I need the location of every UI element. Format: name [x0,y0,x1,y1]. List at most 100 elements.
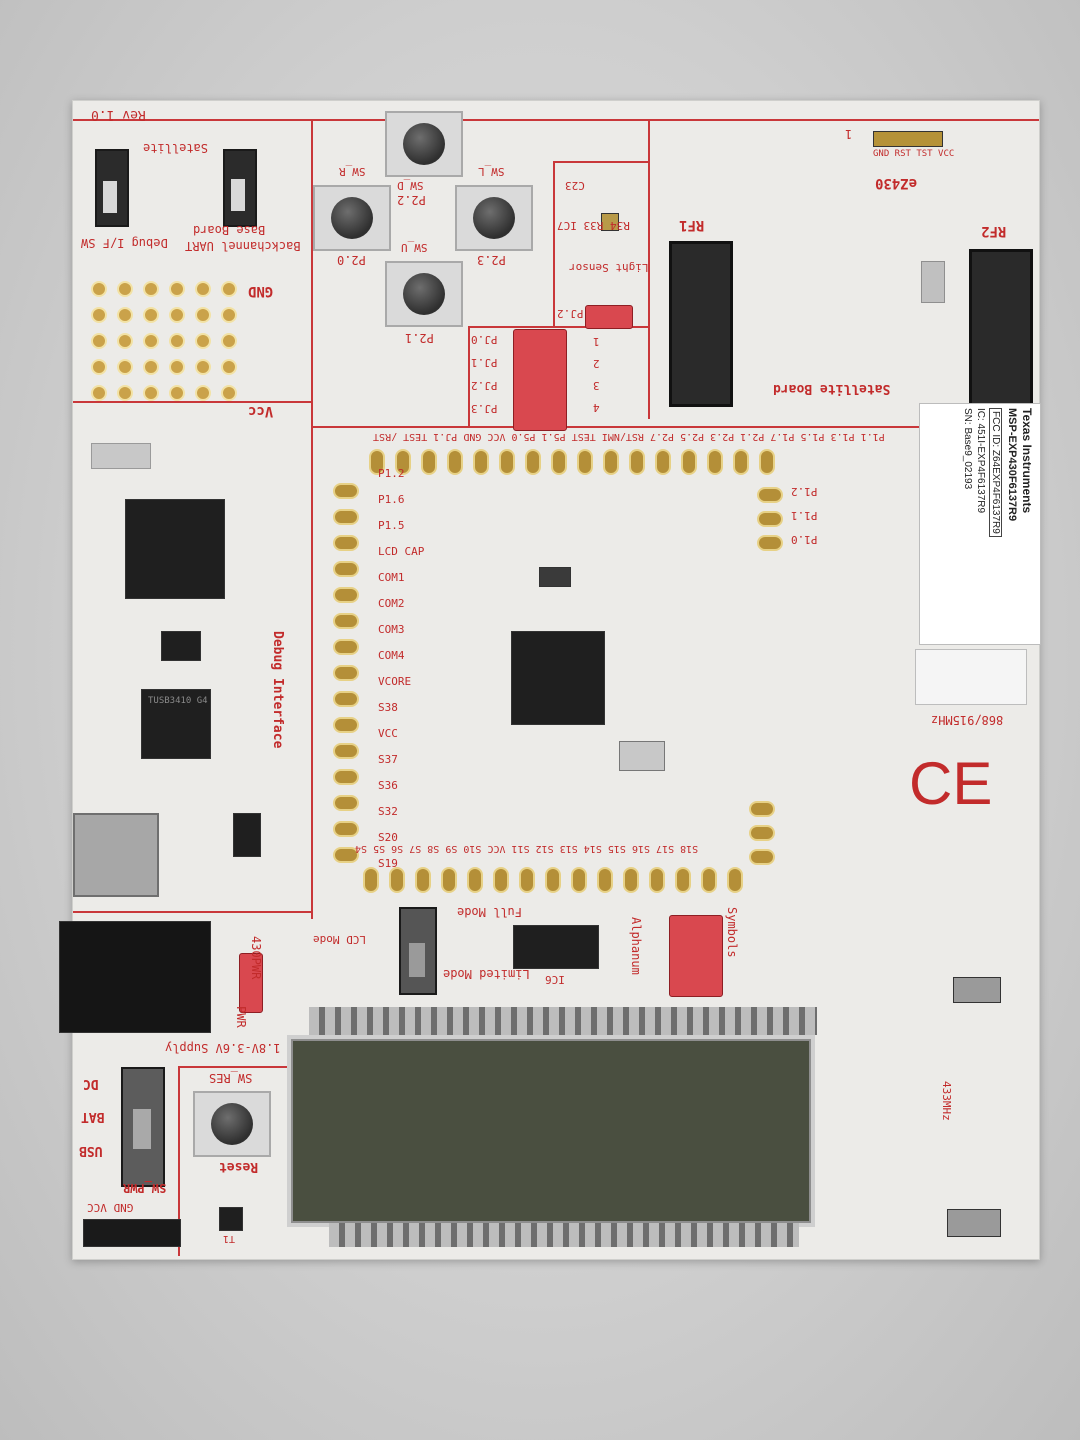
debug-if-label: Debug I/F SW [81,236,168,250]
rf2-label: RF2 [981,223,1007,239]
satellite-label: Satellite [143,141,209,155]
p2-2-label: P2.2 [397,193,426,207]
light-sensor [601,213,619,231]
bat-label: BAT [81,1109,105,1124]
bottom-header-label: S18 S17 S16 S15 S14 S13 S12 S11 VCC S10 … [355,843,699,854]
p2-1-label: P2.1 [405,331,434,345]
backchannel-label: Backchannel UART [185,239,301,253]
crystal-2 [619,741,665,771]
light-sensor-label: Light Sensor [569,261,649,274]
backchannel-switch[interactable] [223,149,257,227]
outline-line [73,119,1039,121]
rf-shield-pad [953,977,1001,1003]
symbols-label: Symbols [725,907,739,958]
pj3-label: PJ.3 [471,402,498,415]
sw-res-label: SW_RES [209,1071,253,1085]
usb-bridge-chip: TUSB3410 G4 [141,689,211,759]
top-header-label: P1.1 P1.3 P1.5 P1.7 P2.1 P2.3 P2.5 P2.7 … [373,431,885,442]
t1-label: T1 [223,1233,236,1244]
ti-model: MSP-EXP430F6137R9 [1006,408,1018,522]
right-p12: P1.2 [791,485,818,498]
divider-line [73,401,311,403]
ez430-pins-label: GND RST TST VCC [873,149,955,159]
pwr-430-label: 430PWR [249,936,263,980]
c23-label: C23 [565,179,585,192]
rev-label: Rev 1.0 [91,107,146,122]
gnd-label: GND [248,283,274,299]
ti-fcc: FCC ID: Z64EXP4F6137R9 [989,408,1002,537]
pin1-label: 1 [845,127,853,141]
lcd-driver-chip [513,925,599,969]
sw-r-label: SW_R [339,165,366,178]
button-sw-l[interactable] [455,185,533,251]
limited-mode-label: Limited Mode [443,967,530,981]
freq-433-label: 433MHz [940,1081,953,1121]
divider-line [313,426,923,428]
p2-0-label: P2.0 [337,253,366,267]
led2-label: 2 [593,357,600,370]
divider-line [553,161,648,163]
rf1-label: RF1 [679,217,705,233]
sw-d-label: SW_D [397,179,424,192]
ti-sn: SN: Base9_02193 [962,408,973,490]
divider-line [468,326,648,328]
small-chip [233,813,261,857]
sw-u-label: SW_U [401,241,428,254]
supply-label: 1.8V-3.6V Supply [165,1041,281,1055]
pj2-top-label: PJ.2 [557,307,584,320]
p2-3-label: P2.3 [477,253,506,267]
transistor [219,1207,243,1231]
rf2-connector[interactable] [969,249,1033,415]
lcd-symbol-jumpers[interactable] [669,915,723,997]
sensor-refs-label: R34 R33 IC7 [557,219,630,232]
ti-brand: Texas Instruments [1020,408,1034,514]
antenna-balun [915,649,1027,705]
vcc-label: Vcc [248,403,274,419]
rf1-connector[interactable] [669,241,733,407]
power-select-switch[interactable] [121,1067,165,1187]
regulator-chip [161,631,201,661]
base-board-label: Base Board [193,223,266,237]
led3-label: 3 [593,379,600,392]
reset-button[interactable] [193,1091,271,1157]
lcd-mode-switch[interactable] [399,907,437,995]
rf-shield-pad [947,1209,1001,1237]
sw-pwr-label: SW_PWR [123,1181,167,1195]
divider-line [178,1066,288,1068]
crystal [91,443,151,469]
pwr-jumper[interactable] [239,953,263,1013]
pwr-label: PWR [234,1006,248,1028]
pj2-jumper[interactable] [585,305,633,329]
lcd-top-pins [309,1007,817,1035]
divider-line [73,911,313,913]
debug-interface-label: Debug Interface [270,631,285,749]
debug-if-switch[interactable] [95,149,129,227]
pj1-label: PJ.1 [471,356,498,369]
divider-line [553,161,555,326]
pj0-label: PJ.0 [471,333,498,346]
led4-label: 4 [593,401,600,414]
sw-l-label: SW_L [478,165,505,178]
ti-product-label: Texas Instruments MSP-EXP430F6137R9 FCC … [919,403,1041,645]
button-sw-d[interactable] [385,111,463,177]
debug-mcu-chip [125,499,225,599]
freq-868-label: 868/915MHz [931,713,1004,727]
dc-power-jack[interactable] [59,921,211,1033]
ez430-label: eZ430 [875,175,918,191]
ez430-header[interactable] [873,131,943,147]
led-jumper-block[interactable] [513,329,567,431]
right-p10: P1.0 [791,533,818,546]
usb-connector[interactable] [73,813,159,897]
divider-line [311,119,313,919]
full-mode-label: Full Mode [457,905,523,919]
ti-ic: IC: 451I-EXP4F6137R9 [975,408,986,514]
lcd-bottom-pins [329,1223,799,1247]
reset-label: Reset [219,1159,259,1174]
right-p11: P1.1 [791,509,818,522]
button-sw-u[interactable] [385,261,463,327]
power-pin-header[interactable] [83,1219,181,1247]
lcd-mode-label: LCD Mode [313,933,366,946]
main-mcu-chip [511,631,605,725]
button-sw-r[interactable] [313,185,391,251]
